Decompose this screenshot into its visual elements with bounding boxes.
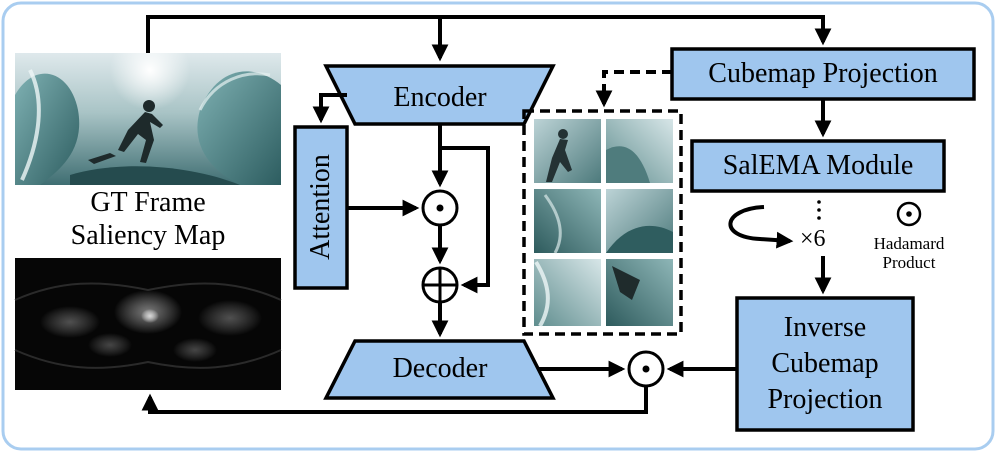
cubemap-face <box>534 189 601 253</box>
arrow-product-to-saliency-map <box>141 386 648 414</box>
cubemap-face <box>534 119 601 183</box>
decoder-label: Decoder <box>392 353 488 384</box>
cubemap-faces <box>522 109 683 336</box>
gt-frame-image <box>15 30 281 185</box>
inverse-cubemap-projection-block <box>735 296 915 432</box>
encoder-block <box>323 64 556 126</box>
attention-label: Attention <box>305 154 336 260</box>
inverse-label: Inverse <box>783 312 867 343</box>
arrow-skip-to-sum <box>440 146 490 294</box>
salema-module-label: SalEMA Module <box>722 150 914 181</box>
arrow-input-to-encoder <box>146 15 449 62</box>
loop-arrow-icon <box>728 205 794 249</box>
cubemap-projection-label: Cubemap Projection <box>708 58 938 89</box>
hadamard-product-icon <box>627 350 665 388</box>
cubemap-dashed-box <box>522 109 683 336</box>
arrow-input-to-cubemap <box>440 15 832 46</box>
arrow-encoder-to-attention <box>312 93 347 124</box>
encoder-label: Encoder <box>393 82 487 113</box>
gt-frame-label: GT Frame <box>90 187 206 218</box>
vertical-ellipsis-icon <box>817 200 821 220</box>
saliency-map-image <box>14 258 282 390</box>
cubemap-label: Cubemap <box>771 348 879 379</box>
product-legend-label: Product <box>882 253 936 272</box>
saliency-map-label: Saliency Map <box>70 220 226 251</box>
hadamard-product-legend-icon <box>896 201 922 227</box>
attention-block <box>293 125 349 290</box>
hadamard-legend-label: Hadamard <box>873 234 945 253</box>
repeat-count-label: ×6 <box>800 226 826 252</box>
projection-label: Projection <box>767 384 883 415</box>
arrow-cubemap-to-faces <box>595 70 672 108</box>
decoder-block <box>323 339 556 400</box>
connectors <box>141 15 832 414</box>
salema-module-block <box>690 139 946 193</box>
